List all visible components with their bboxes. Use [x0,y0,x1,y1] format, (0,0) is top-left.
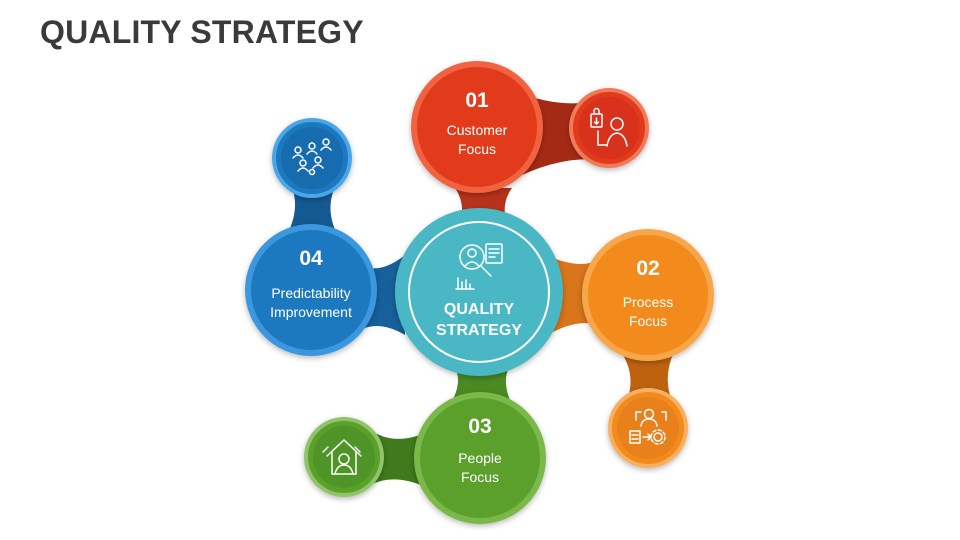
center-label-line1: QUALITY [444,301,515,318]
node-01[interactable] [411,61,543,193]
node-04-icon-circle [272,118,352,198]
node-01-number: 01 [465,89,489,112]
customer-shopping-icon [590,107,628,147]
node-03-label-line2: Focus [461,469,499,485]
node-01-label-line1: Customer [447,122,508,138]
node-02[interactable] [582,229,714,361]
node-01-icon-circle [569,88,649,168]
process-gear-icon [629,408,667,445]
node-01-label-line2: Focus [458,141,496,157]
node-02-label-line2: Focus [629,313,667,329]
page-title: QUALITY STRATEGY [40,14,364,50]
center-label-line2: STRATEGY [436,322,522,339]
center-node[interactable] [395,208,563,376]
node-04-number: 04 [299,247,323,270]
node-02-icon-circle [608,388,688,468]
node-02-label-line1: Process [623,294,674,310]
node-02-number: 02 [636,257,659,280]
node-03[interactable] [414,392,546,524]
node-04-label-line2: Improvement [270,304,352,320]
people-house-icon [322,439,362,475]
node-04-label-line1: Predictability [271,285,350,301]
node-03-number: 03 [468,415,491,438]
quality-search-icon [455,243,503,290]
node-03-label-line1: People [458,450,502,466]
node-04[interactable] [245,224,377,356]
node-03-icon-circle [304,417,384,497]
team-group-icon [292,138,332,176]
